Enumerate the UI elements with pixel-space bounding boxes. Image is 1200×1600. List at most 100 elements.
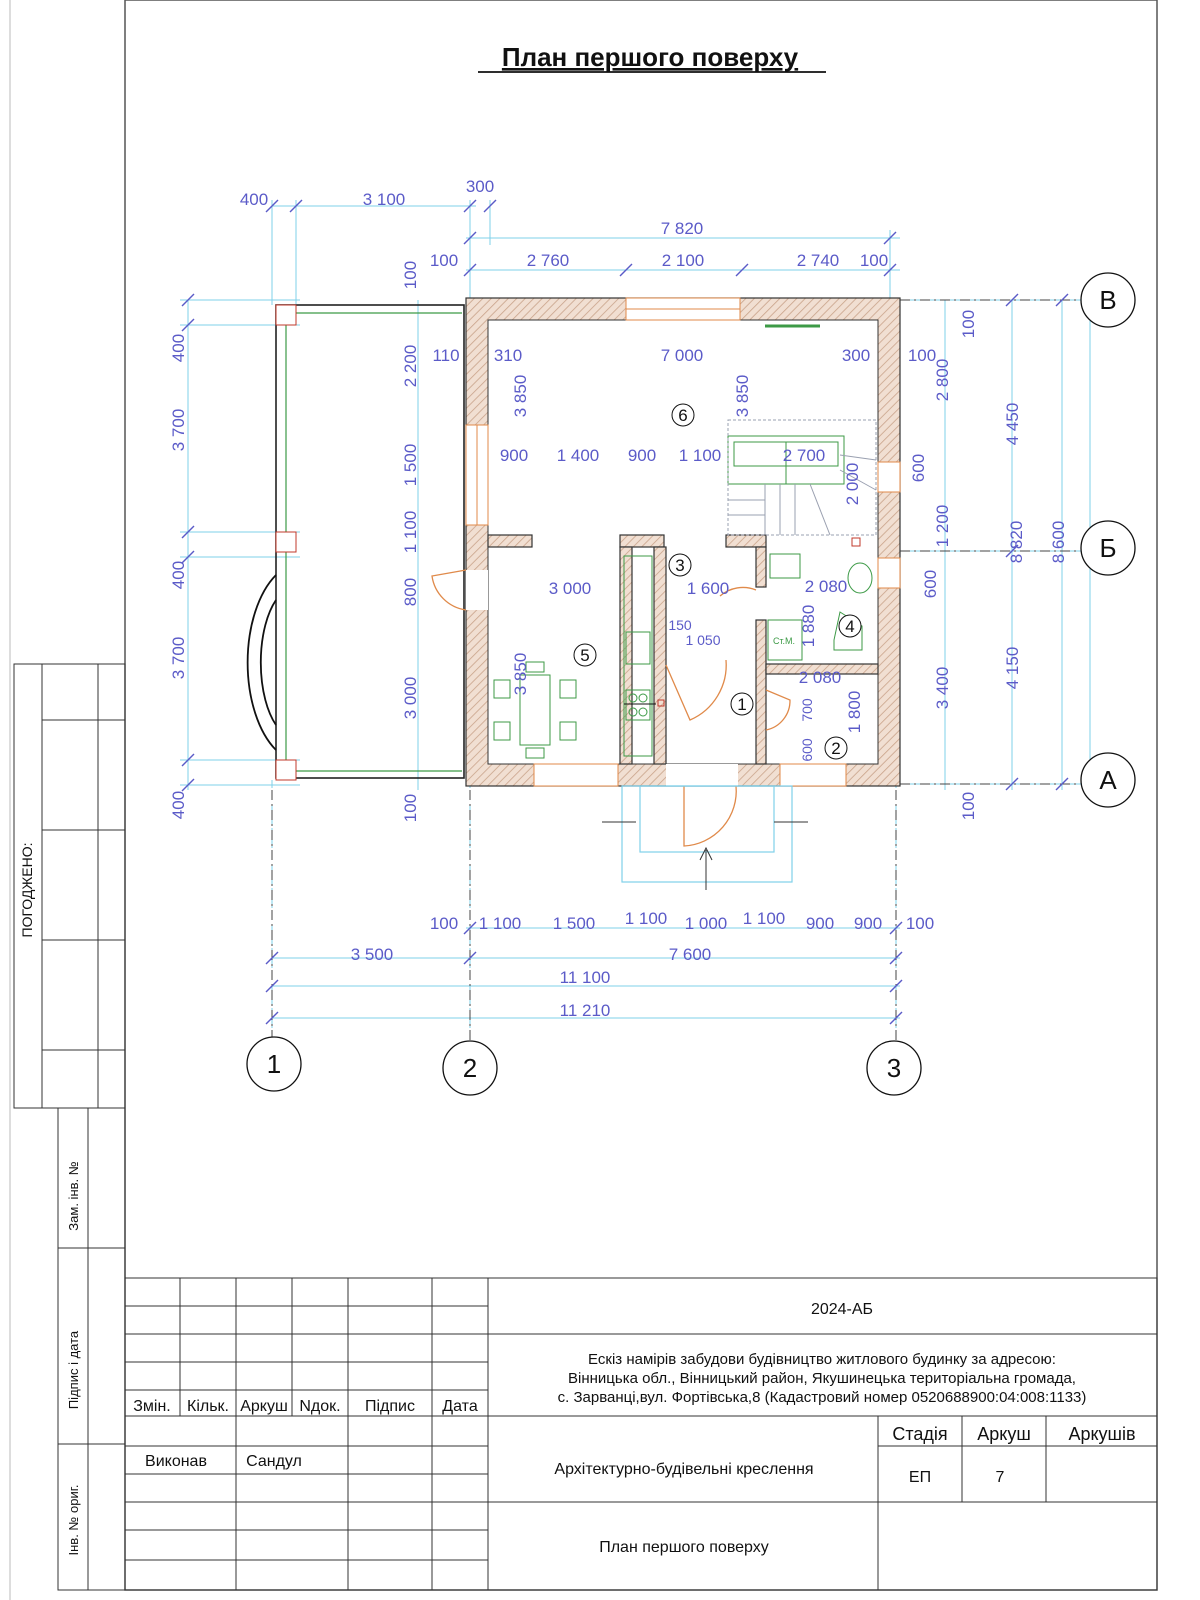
dim-label: 700 [799, 698, 815, 722]
dim-label: 900 [628, 446, 656, 465]
dim-label: 7 000 [661, 346, 704, 365]
dim-label: 7 820 [661, 219, 704, 238]
dim-label: 110 [432, 346, 459, 365]
dim-label: 11 100 [560, 968, 611, 987]
staircase [727, 419, 877, 536]
tb-stage-value: ЕП [909, 1469, 931, 1486]
axis-label-vertical: 2 [463, 1053, 477, 1083]
dim-label: 900 [806, 914, 834, 933]
room-number: 2 [831, 739, 840, 758]
tb-sheet-value: 7 [996, 1469, 1005, 1486]
dim-label: 100 [430, 251, 458, 270]
room-number: 4 [845, 617, 854, 636]
dim-label: 2 000 [843, 463, 862, 506]
tb-header-ndok: Nдок. [299, 1398, 340, 1415]
dim-label: 1 200 [933, 505, 952, 548]
dim-label: 100 [908, 346, 936, 365]
dim-label: 3 850 [511, 375, 530, 418]
dim-label: 100 [430, 914, 458, 933]
semicircle-steps [246, 574, 277, 751]
door-bath [719, 586, 757, 597]
stamp-zam-inv: Зам. інв. № [66, 1161, 81, 1230]
dim-label: 1 100 [679, 446, 722, 465]
dim-label: 1 400 [557, 446, 600, 465]
dim-label: 2 200 [401, 345, 420, 388]
dim-label: 1 100 [479, 914, 522, 933]
dim-label: 1 600 [687, 579, 730, 598]
house-plan: Ст.М. [431, 297, 901, 890]
tb-header-data: Дата [442, 1398, 478, 1415]
column-post [275, 531, 297, 553]
dim-label: 3 100 [363, 190, 406, 209]
side-stamp [13, 663, 126, 1591]
dim-label: 2 080 [805, 577, 848, 596]
kitchen-counter [623, 555, 653, 757]
axis-label-horizontal: В [1099, 285, 1116, 315]
tb-drawing-name: План першого поверху [599, 1539, 769, 1556]
dim-label: 2 740 [797, 251, 840, 270]
dimension-labels: 400 3 100 300 7 820 100 2 760 2 100 2 74… [169, 177, 1068, 1020]
dim-label: 1 800 [845, 691, 864, 734]
tb-code: 2024-АБ [811, 1301, 873, 1318]
tb-vykonav: Виконав [145, 1453, 207, 1470]
dim-label: 400 [240, 190, 268, 209]
dim-label: 300 [842, 346, 870, 365]
tb-header-zmin: Змін. [133, 1398, 171, 1415]
dim-label: 100 [860, 251, 888, 270]
axis-label-vertical: 1 [267, 1049, 281, 1079]
dim-label: 2 100 [662, 251, 705, 270]
dim-label: 3 850 [511, 653, 530, 696]
column-post [275, 759, 297, 781]
tb-description-line: с. Зарванці,вул. Фортівська,8 (Кадастров… [558, 1389, 1087, 1406]
dim-label: 1 500 [553, 914, 596, 933]
column-post [275, 304, 297, 326]
dim-label: 600 [921, 570, 940, 598]
title-block-grid [124, 1277, 1158, 1591]
dim-label: 3 000 [549, 579, 592, 598]
dim-label: 11 210 [560, 1001, 611, 1020]
room-number: 5 [580, 646, 589, 665]
washing-machine [767, 619, 803, 661]
dim-label: 600 [909, 454, 928, 482]
terrace [246, 304, 465, 781]
dim-label: 400 [169, 334, 188, 362]
tb-description-line: Ескіз намірів забудови будівництво житло… [588, 1351, 1056, 1368]
dim-label: 100 [959, 792, 978, 820]
dim-label: 400 [169, 561, 188, 589]
dim-label: 7 600 [669, 945, 712, 964]
tb-sheets-header: Аркушів [1068, 1424, 1135, 1444]
tb-sheet-header: Аркуш [977, 1424, 1031, 1444]
dim-label: 300 [466, 177, 494, 196]
stamp-inv-orig: Інв. № ориг. [66, 1485, 81, 1556]
dim-label: 3 700 [169, 409, 188, 452]
grid-axes: 1 2 3 В Б А [246, 272, 1136, 1096]
window-east-2 [877, 557, 901, 589]
dim-label: 1 100 [401, 511, 420, 554]
room-number: 1 [737, 695, 746, 714]
tb-header-kilk: Кільк. [187, 1398, 229, 1415]
sink-icon [625, 631, 651, 665]
room-number: 3 [675, 556, 684, 575]
dim-label: 600 [799, 738, 815, 762]
dim-label: 3 000 [401, 677, 420, 720]
tb-drawing-type: Архітектурно-будівельні креслення [554, 1461, 813, 1478]
dim-label: 8 820 [1007, 521, 1026, 564]
stove-icon [625, 689, 651, 721]
dim-label: 900 [500, 446, 528, 465]
dim-label: 310 [494, 346, 522, 365]
tb-stage-header: Стадія [892, 1424, 947, 1444]
dimension-lines [180, 200, 1091, 1040]
dim-label: 2 700 [783, 446, 826, 465]
door-entry [683, 785, 737, 847]
tb-description-line: Вінницька обл., Вінницький район, Якушин… [568, 1370, 1076, 1387]
stamp-pidpys-data: Підпис і дата [66, 1330, 81, 1409]
stamp-pogodzheno: ПОГОДЖЕНО: [19, 843, 35, 938]
dim-label: 1 050 [685, 632, 720, 648]
toilet-icon [847, 562, 873, 594]
dim-label: 800 [401, 578, 420, 606]
door-storage [765, 689, 791, 731]
room-markers: 1 2 3 4 5 6 [573, 403, 862, 760]
dim-label: 4 450 [1003, 403, 1022, 446]
dim-label: 3 850 [733, 375, 752, 418]
